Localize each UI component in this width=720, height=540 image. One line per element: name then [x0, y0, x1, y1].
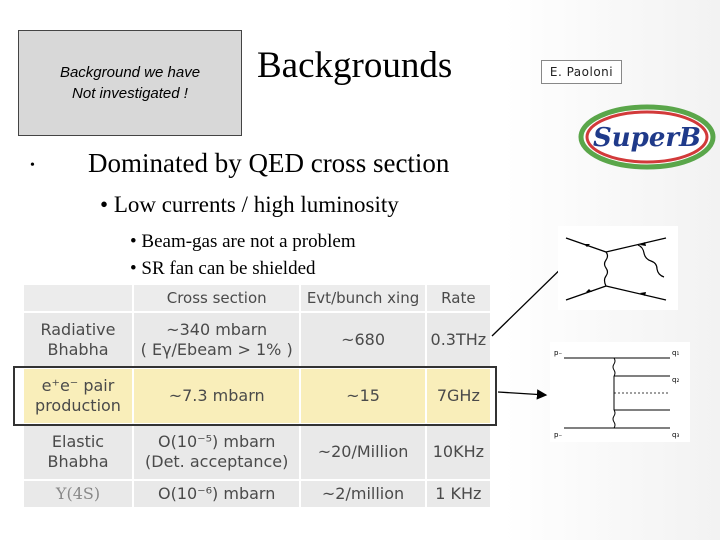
header-process: [22, 283, 134, 313]
bullet-dot-icon: •: [30, 158, 35, 173]
svg-text:p₋: p₋: [554, 431, 562, 439]
svg-text:q₃: q₃: [672, 431, 679, 439]
superb-logo: SuperB: [578, 104, 716, 170]
bullet-sr-fan: SR fan can be shielded: [141, 258, 316, 279]
note-line-2: Not investigated !: [72, 85, 188, 102]
bullet-level-3: • Beam-gas are not a problem • SR fan ca…: [130, 231, 356, 279]
cross-section-cell: O(10⁻⁵) mbarn(Det. acceptance): [131, 423, 302, 481]
evt-cell: ~2/million: [299, 479, 427, 509]
svg-text:q₂: q₂: [672, 376, 679, 384]
evt-cell: ~15: [299, 367, 427, 425]
rate-cell: 7GHz: [424, 367, 493, 425]
cross-section-cell: ~340 mbarn( Eγ/Ebeam > 1% ): [131, 311, 302, 369]
evt-cell: ~20/Million: [299, 423, 427, 481]
author-label: E. Paoloni: [541, 60, 622, 84]
note-line-1: Background we have: [59, 64, 201, 81]
radiative-bhabha-diagram: [558, 226, 678, 310]
rate-cell: 10KHz: [424, 423, 493, 481]
uninvestigated-background-note: Background we have Not investigated !: [18, 30, 242, 136]
table-row: Υ(4S) O(10⁻⁶) mbarn ~2/million 1 KHz: [22, 479, 493, 509]
pair-production-diagram: p₋ q₁ q₂ p₋ q₃: [550, 342, 690, 442]
header-evt-bunch: Evt/bunch xing: [299, 283, 427, 313]
bullet-low-currents: Low currents / high luminosity: [113, 192, 399, 217]
svg-text:q₁: q₁: [672, 349, 679, 357]
bullet-qed: Dominated by QED cross section: [88, 148, 450, 178]
rate-cell: 0.3THz: [424, 311, 493, 369]
svg-text:p₋: p₋: [554, 349, 562, 357]
bullet-beam-gas: Beam-gas are not a problem: [141, 231, 356, 252]
background-rates-table: Cross section Evt/bunch xing Rate Radiat…: [22, 283, 493, 509]
bullet-level-2: • Low currents / high luminosity: [100, 192, 399, 217]
header-cross-section: Cross section: [131, 283, 302, 313]
slide-title: Backgrounds: [257, 45, 453, 86]
process-cell: Υ(4S): [22, 479, 134, 509]
evt-cell: ~680: [299, 311, 427, 369]
header-rate: Rate: [424, 283, 493, 313]
table-header-row: Cross section Evt/bunch xing Rate: [22, 283, 493, 313]
rate-cell: 1 KHz: [424, 479, 493, 509]
cross-section-cell: O(10⁻⁶) mbarn: [131, 479, 302, 509]
cross-section-cell: ~7.3 mbarn: [131, 367, 302, 425]
logo-text: SuperB: [593, 123, 701, 153]
